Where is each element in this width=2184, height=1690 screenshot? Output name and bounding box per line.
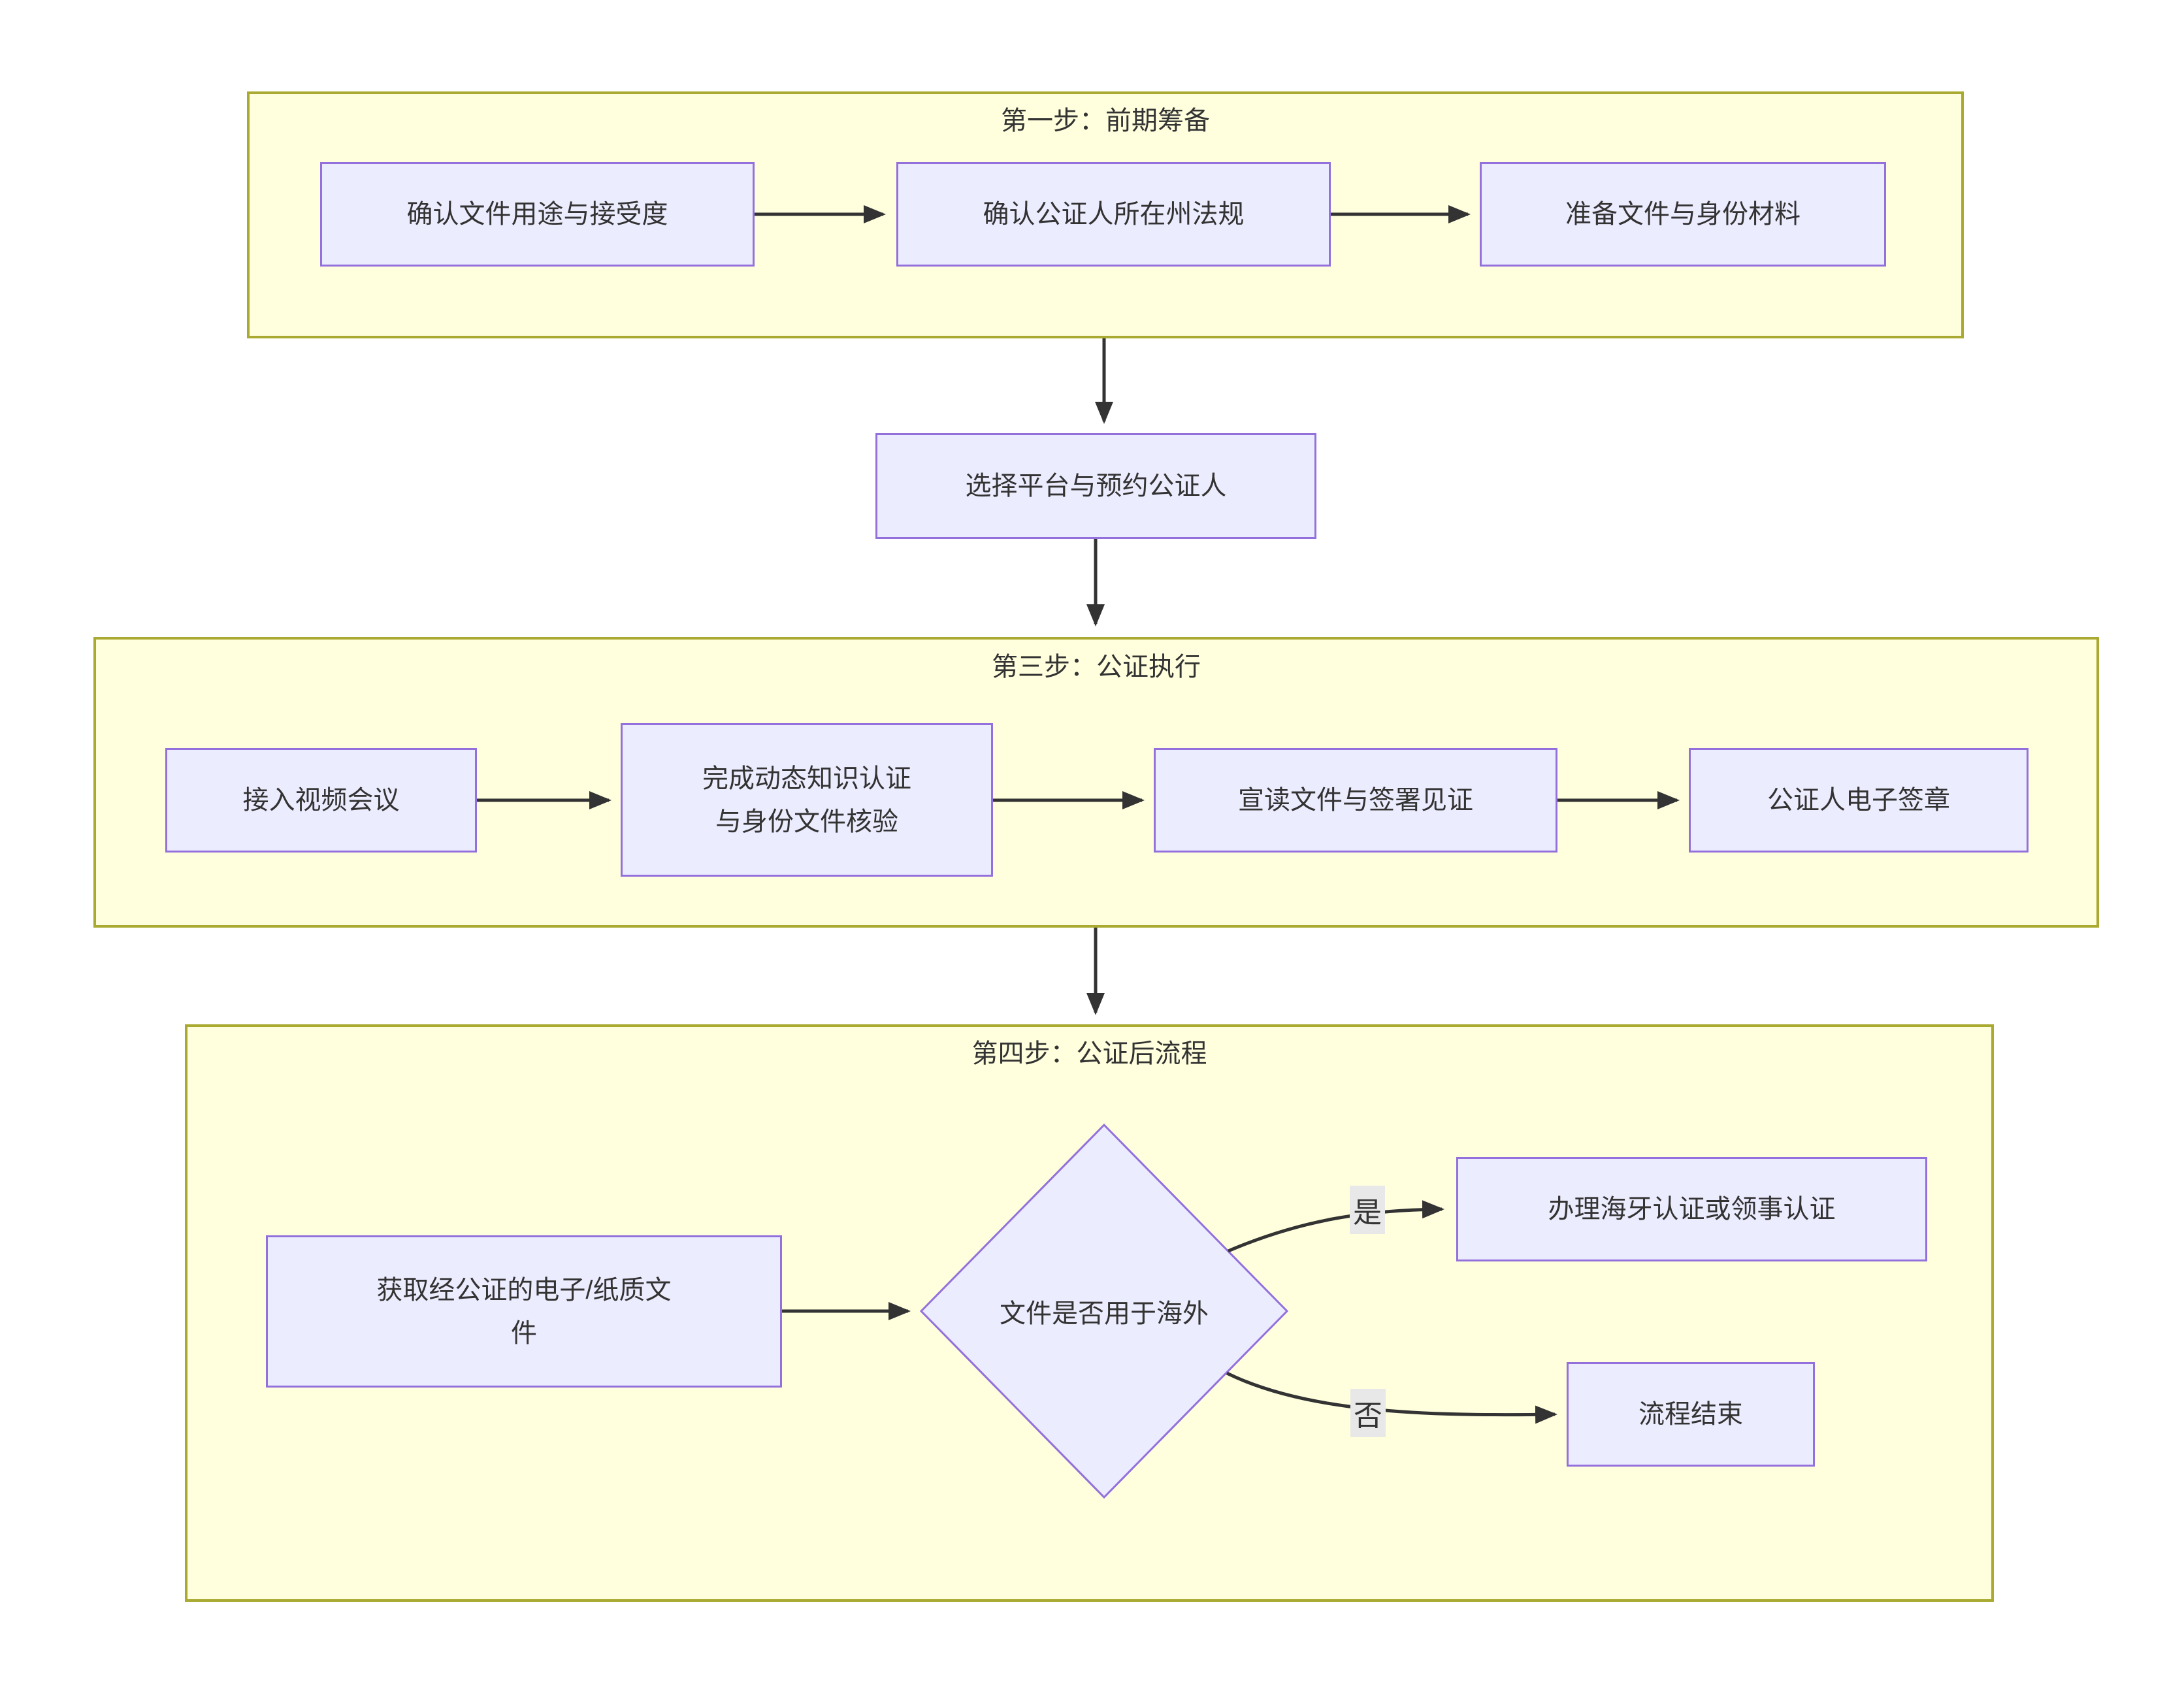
node-choose-platform-label: 选择平台与预约公证人	[965, 472, 1227, 500]
node-kba-check: 完成动态知识认证 与身份文件核验	[621, 723, 993, 877]
node-process-end: 流程结束	[1567, 1362, 1815, 1467]
node-notary-eseal: 公证人电子签章	[1689, 748, 2029, 853]
subgraph-step4-title: 第四步：公证后流程	[971, 1039, 1207, 1068]
node-notary-eseal-label: 公证人电子签章	[1767, 786, 1950, 815]
edge-label-no: 否	[1350, 1389, 1386, 1437]
decision-diamond-shape	[919, 1123, 1289, 1499]
node-prepare-docs-label: 准备文件与身份材料	[1565, 200, 1801, 229]
subgraph-step3-title: 第三步：公证执行	[992, 653, 1201, 681]
node-confirm-state-rules: 确认公证人所在州法规	[896, 162, 1331, 267]
node-confirm-purpose-label: 确认文件用途与接受度	[406, 200, 668, 229]
node-apostille-label: 办理海牙认证或领事认证	[1548, 1195, 1836, 1224]
node-prepare-docs: 准备文件与身份材料	[1480, 162, 1886, 267]
node-obtain-docs-line2: 件	[511, 1318, 537, 1348]
node-confirm-purpose: 确认文件用途与接受度	[320, 162, 755, 267]
node-obtain-docs-line1: 获取经公证的电子/纸质文	[376, 1275, 672, 1305]
node-process-end-label: 流程结束	[1638, 1400, 1743, 1429]
node-kba-check-line1: 完成动态知识认证	[702, 764, 911, 793]
node-apostille: 办理海牙认证或领事认证	[1456, 1157, 1927, 1261]
node-join-video: 接入视频会议	[165, 748, 477, 853]
node-overseas-decision-label: 文件是否用于海外	[1000, 1299, 1209, 1328]
node-read-and-sign: 宣读文件与签署见证	[1154, 748, 1557, 853]
node-read-and-sign-label: 宣读文件与签署见证	[1238, 786, 1473, 815]
node-join-video-label: 接入视频会议	[242, 786, 400, 815]
node-confirm-state-rules-label: 确认公证人所在州法规	[983, 200, 1245, 229]
edge-decision-yes-to-apostille	[1228, 1200, 1444, 1253]
edge-label-yes: 是	[1350, 1186, 1385, 1234]
node-choose-platform: 选择平台与预约公证人	[875, 433, 1316, 539]
node-obtain-docs: 获取经公证的电子/纸质文 件	[266, 1235, 782, 1388]
edge-decision-no-to-end	[1226, 1371, 1557, 1424]
node-kba-check-line2: 与身份文件核验	[715, 807, 898, 836]
subgraph-step1-title: 第一步：前期筹备	[1001, 106, 1210, 135]
